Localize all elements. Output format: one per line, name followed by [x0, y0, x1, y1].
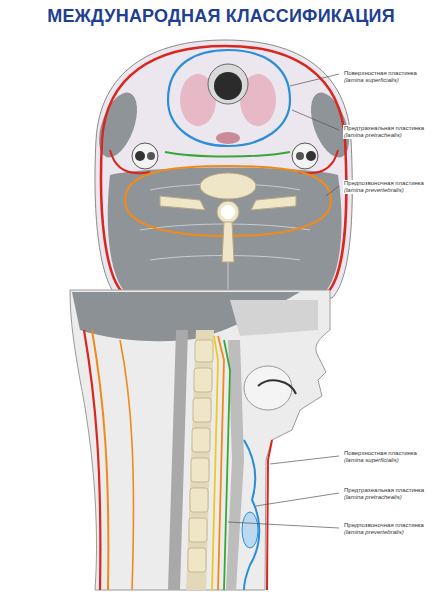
fascia-label: Предпозвоночная пластинка	[343, 180, 425, 187]
fascia-label: Поверхностная пластинка	[343, 450, 418, 457]
anatomy-shape	[216, 132, 240, 144]
cross-section	[91, 40, 356, 298]
anatomy-shape	[226, 340, 244, 590]
anatomy-shape	[267, 440, 272, 590]
anatomy-shape	[188, 340, 213, 572]
anatomy-shape	[70, 290, 330, 590]
anatomy-shape	[224, 340, 230, 590]
anatomy-shape	[208, 64, 248, 104]
anatomy-shape	[190, 488, 208, 512]
anatomy-shape	[214, 72, 242, 100]
anatomy-shape	[290, 74, 339, 196]
anatomy-shape	[194, 368, 212, 392]
anatomy-shape	[292, 143, 318, 169]
anatomy-shape	[222, 222, 234, 262]
anatomy-shape	[101, 46, 346, 292]
anatomy-shape	[191, 458, 209, 482]
latin-term: (lamina pretrachealis)	[343, 132, 403, 139]
anatomy-shape	[135, 151, 145, 161]
anatomy-shape	[218, 336, 224, 590]
anatomy-shape	[242, 512, 258, 548]
anatomy-shape	[189, 518, 207, 542]
anatomy-shape	[108, 168, 342, 293]
latin-term: (lamina superficialis)	[343, 77, 400, 84]
anatomy-shape	[147, 152, 155, 160]
fascia-label: Предтрахеальная пластинка	[343, 125, 425, 132]
anatomy-shape	[212, 336, 218, 590]
latin-term: (lamina superficialis)	[343, 457, 400, 464]
anatomy-shape	[193, 398, 211, 422]
anatomy-shape	[168, 330, 188, 590]
anatomy-shape	[168, 50, 290, 146]
anatomy-shape	[188, 548, 206, 572]
anatomy-shape	[165, 152, 290, 157]
fascia-label: Предтрахеальная пластинка	[343, 487, 425, 494]
anatomy-shape	[186, 330, 214, 590]
anatomy-shape	[92, 330, 108, 590]
anatomy-shape	[200, 173, 256, 199]
latin-term: (lamina pretrachealis)	[343, 494, 403, 501]
anatomy-shape	[244, 366, 292, 410]
anatomy-shape	[258, 380, 296, 394]
anatomy-shape	[230, 300, 318, 336]
latin-term: (lamina prevertebralis)	[343, 187, 405, 194]
anatomy-shape	[95, 40, 352, 298]
anatomy-shape	[132, 143, 158, 169]
fascia-label: Поверхностная пластинка	[343, 70, 418, 77]
sagittal-section	[70, 290, 339, 590]
anatomy-shape	[296, 152, 304, 160]
anatomy-shape	[192, 428, 210, 452]
anatomy-shape	[120, 340, 134, 590]
anatomy-shape	[195, 340, 213, 362]
latin-term: (lamina prevertebralis)	[343, 529, 405, 536]
fascia-label: Предпозвоночная пластинка	[343, 522, 425, 529]
anatomy-shape	[140, 184, 310, 292]
anatomy-shape	[228, 456, 339, 528]
anatomy-shape	[217, 201, 239, 223]
anatomy-shape	[306, 151, 316, 161]
page-title: МЕЖДУНАРОДНАЯ КЛАССИФИКАЦИЯ	[0, 6, 442, 27]
anatomy-shape	[221, 205, 235, 219]
